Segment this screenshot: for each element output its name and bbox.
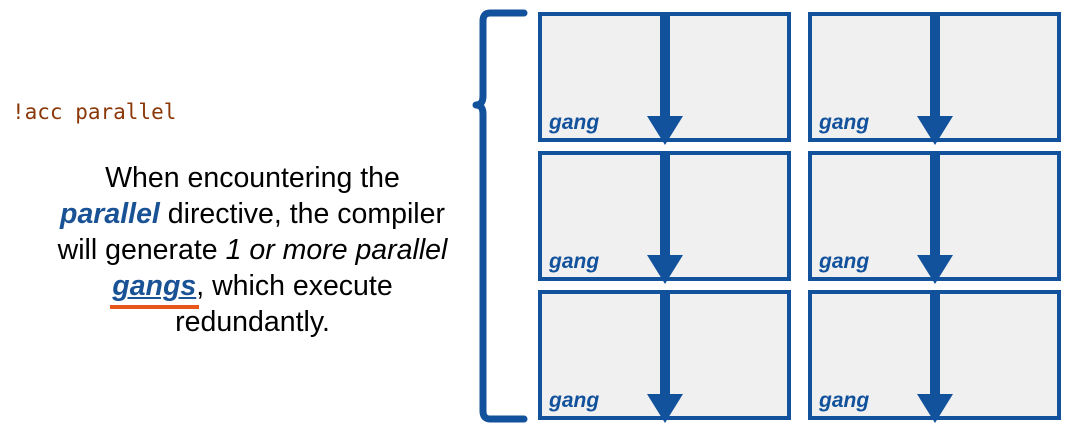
gang-label: gang xyxy=(549,389,600,412)
gang-label: gang xyxy=(819,389,870,412)
gang-label: gang xyxy=(549,250,600,273)
gang-label: gang xyxy=(819,250,870,273)
description-part-3: , which execute redundantly. xyxy=(175,270,393,338)
down-arrow-icon xyxy=(916,12,953,145)
gang-grid: gang gang gang xyxy=(538,12,1065,423)
description-part-1: When encountering the xyxy=(105,162,400,194)
gang-cell[interactable]: gang xyxy=(808,12,1061,145)
gang-row: gang gang xyxy=(538,290,1065,423)
gang-row: gang gang xyxy=(538,12,1065,145)
down-arrow-icon xyxy=(646,290,683,423)
directive-code-text: !acc parallel xyxy=(12,100,177,124)
emphasis-one-or-more-parallel: 1 or more parallel xyxy=(225,234,448,266)
curly-brace-group xyxy=(452,6,532,426)
gang-cell[interactable]: gang xyxy=(538,151,791,284)
down-arrow-icon xyxy=(646,12,683,145)
gang-cell[interactable]: gang xyxy=(808,290,1061,423)
down-arrow-icon xyxy=(646,151,683,284)
down-arrow-icon xyxy=(916,290,953,423)
gang-row: gang gang xyxy=(538,151,1065,284)
description-paragraph: When encountering the parallel directive… xyxy=(55,160,450,340)
down-arrow-icon xyxy=(916,151,953,284)
gang-cell[interactable]: gang xyxy=(538,12,791,145)
keyword-parallel: parallel xyxy=(60,198,160,230)
gang-label: gang xyxy=(819,111,870,134)
gang-label: gang xyxy=(549,111,600,134)
keyword-gangs: gangs xyxy=(112,270,197,302)
gang-cell[interactable]: gang xyxy=(538,290,791,423)
gang-cell[interactable]: gang xyxy=(808,151,1061,284)
description-part-2: directive, the compiler will generate xyxy=(57,198,445,266)
left-curly-brace-icon xyxy=(472,9,528,423)
